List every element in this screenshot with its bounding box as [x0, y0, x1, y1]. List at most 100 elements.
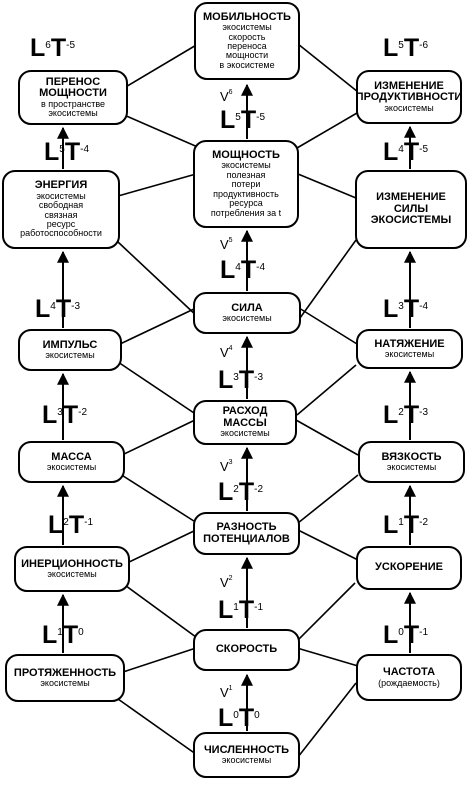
connector-line: [121, 419, 196, 456]
t-letter: T: [62, 621, 79, 649]
node-title-line: ПЕРЕНОС: [45, 75, 101, 88]
node-title-line: УСКОРЕНИЕ: [375, 561, 443, 574]
dimension-label: L6T-5: [30, 36, 75, 61]
dimension-label: L2T-3: [383, 403, 428, 428]
l-letter: L: [42, 621, 58, 649]
l-letter: L: [383, 34, 399, 62]
l-letter: L: [35, 295, 51, 323]
node-title-line: СИЛЫ: [393, 202, 429, 215]
velocity-exponent: 4: [228, 345, 233, 352]
l-exponent: 0: [398, 627, 404, 638]
node-subtitle-line: экосистемы: [46, 462, 97, 473]
t-exponent: -4: [419, 301, 429, 312]
velocity-base: V: [220, 89, 229, 104]
dimension-label: L5T-6: [383, 36, 428, 61]
l-exponent: 1: [57, 627, 63, 638]
l-exponent: 4: [50, 301, 56, 312]
node-subtitle-line: экосистемы: [221, 755, 272, 766]
node-subtitle-line: экосистемы: [48, 108, 98, 119]
connector-line: [117, 241, 200, 319]
t-exponent: -5: [419, 144, 429, 155]
t-exponent: -5: [66, 40, 76, 51]
node-title-line: РАЗНОСТЬ: [216, 520, 277, 533]
dimension-label: L0T-1: [383, 623, 428, 648]
node-subtitle-line: в экосистеме: [219, 59, 275, 70]
connector-line: [297, 582, 356, 641]
node-subtitle: экосистемы: [222, 313, 271, 323]
l-letter: L: [218, 704, 234, 732]
node-subtitle: экосистемы: [221, 755, 272, 766]
node-title: ПРОТЯЖЕННОСТЬ: [13, 666, 117, 680]
node-subtitle: экосистемы: [46, 462, 97, 473]
node-title-line: ВЯЗКОСТЬ: [381, 450, 442, 463]
dimension-label: L3T-2: [42, 403, 87, 428]
node-title: ИНЕРЦИОННОСТЬ: [21, 558, 123, 571]
l-letter: L: [44, 138, 60, 166]
l-letter: L: [218, 596, 234, 624]
node-title: ВЯЗКОСТЬ: [381, 450, 442, 464]
l-letter: L: [218, 478, 234, 506]
node-title: НАТЯЖЕНИЕ: [374, 338, 444, 351]
t-letter: T: [238, 366, 255, 394]
dimension-label: L0T0: [218, 706, 260, 731]
node-subtitle: экосистемы: [220, 428, 269, 438]
node-title-line: ПОТЕНЦИАЛОВ: [203, 532, 290, 545]
node-subtitle-line: потери: [231, 179, 261, 190]
connector-line: [296, 647, 359, 667]
t-exponent: -2: [78, 407, 88, 418]
node-subtitle-line: ресурс: [46, 218, 76, 229]
t-exponent: -6: [419, 40, 429, 51]
l-exponent: 3: [398, 301, 404, 312]
node-subtitle-line: в пространстве: [40, 98, 106, 109]
t-exponent: 0: [254, 710, 260, 721]
connector-line: [117, 579, 201, 641]
node-subtitle: экосистемы: [385, 349, 434, 359]
l-exponent: 2: [398, 407, 404, 418]
node-title: ЭНЕРГИЯ: [35, 180, 88, 192]
t-exponent: -3: [254, 372, 264, 383]
node-subtitle: экосистемы: [387, 462, 436, 472]
t-letter: T: [55, 295, 72, 323]
connector-line: [296, 364, 357, 416]
connector-line: [297, 682, 357, 758]
node-subtitle-line: продуктивность: [213, 188, 279, 199]
l-exponent: 0: [233, 710, 239, 721]
node-subtitle: (рождаемость): [378, 678, 440, 688]
t-exponent: -4: [80, 144, 90, 155]
dimension-label: L4T-4: [220, 258, 265, 283]
node-title-line: ПРОТЯЖЕННОСТЬ: [13, 666, 117, 679]
node-title-line: МАССЫ: [223, 416, 267, 429]
t-exponent: -1: [254, 602, 264, 613]
velocity-base: V: [220, 237, 229, 252]
velocity-label: V1: [220, 685, 233, 699]
node-title-line: СИЛА: [231, 301, 263, 314]
node-title-line: МОЩНОСТИ: [39, 87, 107, 100]
t-letter: T: [403, 138, 420, 166]
l-letter: L: [220, 256, 236, 284]
l-exponent: 3: [233, 372, 239, 383]
connector-line: [119, 307, 197, 345]
dimension-label: L5T-4: [44, 140, 89, 165]
node-title: ЧАСТОТА: [383, 666, 435, 679]
connector-line: [297, 173, 357, 199]
node-subtitle-line: скорость: [228, 31, 266, 42]
l-letter: L: [383, 511, 399, 539]
node-title: МАССА: [51, 451, 91, 464]
node-subtitle-line: экосистемы: [47, 569, 97, 580]
t-exponent: -1: [419, 627, 429, 638]
t-letter: T: [240, 256, 257, 284]
node-title: УСКОРЕНИЕ: [375, 562, 443, 574]
